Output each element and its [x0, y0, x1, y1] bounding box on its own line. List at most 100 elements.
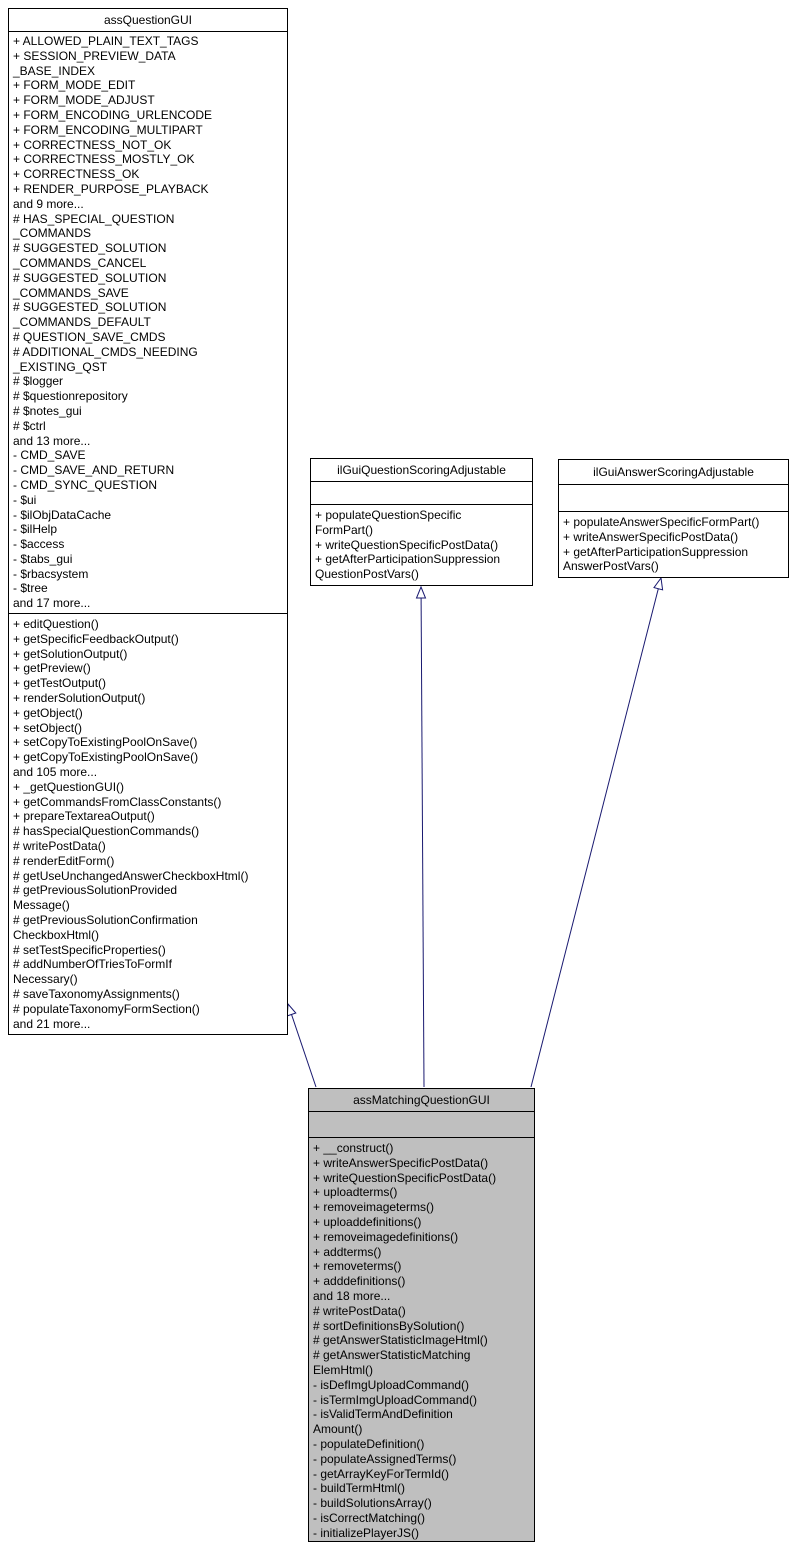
member-line: + getAfterParticipationSuppression	[315, 552, 501, 567]
member-line: and 18 more...	[313, 1288, 391, 1303]
class-node-assQuestionGUI[interactable]: assQuestionGUI + ALLOWED_PLAIN_TEXT_TAGS…	[8, 8, 288, 1035]
class-attributes: + ALLOWED_PLAIN_TEXT_TAGS+ SESSION_PREVI…	[9, 32, 287, 614]
member-line: # sortDefinitionsBySolution()	[313, 1318, 465, 1333]
member-line: # writePostData()	[313, 1303, 406, 1318]
member-line: _COMMANDS_CANCEL	[13, 255, 147, 270]
member-line: # QUESTION_SAVE_CMDS	[13, 329, 166, 344]
member-line: + CORRECTNESS_OK	[13, 167, 140, 182]
member-line: # getPreviousSolutionConfirmation	[13, 912, 198, 927]
member-line: _COMMANDS	[13, 226, 92, 241]
member-line: # SUGGESTED_SOLUTION	[13, 241, 167, 256]
class-title: assMatchingQuestionGUI	[309, 1089, 534, 1112]
member-line: + setCopyToExistingPoolOnSave()	[13, 735, 198, 750]
member-line: - initializePlayerJS()	[313, 1525, 420, 1540]
member-line: # getAnswerStatisticMatching	[313, 1348, 471, 1363]
member-line: # populateTaxonomyFormSection()	[13, 1001, 200, 1016]
member-line: and 13 more...	[13, 433, 91, 448]
member-line: - getArrayKeyForTermId()	[313, 1466, 450, 1481]
member-line: - $access	[13, 537, 65, 552]
member-line: # $logger	[13, 374, 64, 389]
member-line: FormPart()	[315, 522, 373, 537]
member-line: QuestionPostVars()	[315, 567, 419, 582]
member-line: - $tabs_gui	[13, 551, 73, 566]
member-line: # addNumberOfTriesToFormIf	[13, 957, 172, 972]
member-line: + writeAnswerSpecificPostData()	[313, 1155, 489, 1170]
member-line: + FORM_MODE_ADJUST	[13, 93, 155, 108]
member-line: - isValidTermAndDefinition	[313, 1407, 453, 1422]
member-line: - CMD_SAVE_AND_RETURN	[13, 463, 175, 478]
member-line: # ADDITIONAL_CMDS_NEEDING	[13, 344, 198, 359]
member-line: + uploadterms()	[313, 1185, 398, 1200]
member-line: + FORM_ENCODING_MULTIPART	[13, 122, 203, 137]
member-line: - populateAssignedTerms()	[313, 1451, 457, 1466]
member-line: + CORRECTNESS_NOT_OK	[13, 137, 172, 152]
member-line: + SESSION_PREVIEW_DATA	[13, 48, 176, 63]
member-line: + prepareTextareaOutput()	[13, 809, 155, 824]
class-methods: + __construct()+ writeAnswerSpecificPost…	[309, 1138, 534, 1541]
member-line: - buildSolutionsArray()	[313, 1496, 432, 1511]
class-title: assQuestionGUI	[9, 9, 287, 32]
member-line: + writeQuestionSpecificPostData()	[313, 1170, 497, 1185]
member-line: + populateQuestionSpecific	[315, 508, 462, 522]
member-line: + getTestOutput()	[13, 676, 107, 691]
member-line: + setObject()	[13, 720, 83, 735]
member-line: CheckboxHtml()	[13, 927, 100, 942]
class-title: ilGuiQuestionScoringAdjustable	[311, 459, 532, 482]
member-line: + ALLOWED_PLAIN_TEXT_TAGS	[13, 34, 199, 48]
member-line: + getSpecificFeedbackOutput()	[13, 631, 179, 646]
class-node-ilGuiQuestionScoringAdjustable[interactable]: ilGuiQuestionScoringAdjustable + populat…	[310, 458, 533, 586]
member-line: + __construct()	[313, 1141, 394, 1155]
member-line: and 105 more...	[13, 764, 98, 779]
member-line: + writeQuestionSpecificPostData()	[315, 537, 499, 552]
member-line: # getUseUnchangedAnswerCheckboxHtml()	[13, 868, 249, 883]
member-line: # getPreviousSolutionProvided	[13, 883, 178, 898]
member-line: + _getQuestionGUI()	[13, 779, 125, 794]
class-methods: + populateAnswerSpecificFormPart()+ writ…	[559, 512, 788, 577]
member-line: # writePostData()	[13, 838, 106, 853]
class-node-ilGuiAnswerScoringAdjustable[interactable]: ilGuiAnswerScoringAdjustable + populateA…	[558, 459, 789, 578]
member-line: # $ctrl	[13, 418, 46, 433]
member-line: + FORM_MODE_EDIT	[13, 78, 136, 93]
member-line: # renderEditForm()	[13, 853, 115, 868]
member-line: - populateDefinition()	[313, 1436, 425, 1451]
member-line: _COMMANDS_SAVE	[13, 285, 129, 300]
member-line: + getAfterParticipationSuppression	[563, 544, 749, 559]
member-line: Amount()	[313, 1422, 363, 1437]
member-line: - $tree	[13, 581, 48, 596]
member-line: + uploaddefinitions()	[313, 1214, 422, 1229]
member-line: - CMD_SYNC_QUESTION	[13, 477, 158, 492]
member-line: ElemHtml()	[313, 1362, 373, 1377]
member-line: Message()	[13, 898, 70, 913]
class-node-assMatchingQuestionGUI[interactable]: assMatchingQuestionGUI + __construct()+ …	[308, 1088, 535, 1542]
member-line: - CMD_SAVE	[13, 448, 86, 463]
arrow-assMatchingQuestionGUI-to-ilGuiQuestionScoringAdjustable	[415, 585, 427, 1088]
member-line: - isDefImgUploadCommand()	[313, 1377, 470, 1392]
member-line: + getPreview()	[13, 661, 91, 676]
member-line: - isTermImgUploadCommand()	[313, 1392, 478, 1407]
member-line: - $ilObjDataCache	[13, 507, 112, 522]
member-line: + FORM_ENCODING_URLENCODE	[13, 107, 213, 122]
member-line: _COMMANDS_DEFAULT	[13, 315, 151, 330]
member-line: + addterms()	[313, 1244, 382, 1259]
member-line: and 9 more...	[13, 196, 84, 211]
member-line: + populateAnswerSpecificFormPart()	[563, 515, 760, 529]
member-line: + getCommandsFromClassConstants()	[13, 794, 222, 809]
member-line: + removeterms()	[313, 1259, 402, 1274]
member-line: + removeimageterms()	[313, 1200, 435, 1215]
class-attributes	[311, 482, 532, 505]
member-line: - $ui	[13, 492, 37, 507]
member-line: # SUGGESTED_SOLUTION	[13, 300, 167, 315]
member-line: + renderSolutionOutput()	[13, 690, 146, 705]
member-line: # hasSpecialQuestionCommands()	[13, 824, 200, 839]
class-title: ilGuiAnswerScoringAdjustable	[559, 460, 788, 485]
member-line: and 17 more...	[13, 596, 91, 611]
member-line: # HAS_SPECIAL_QUESTION	[13, 211, 175, 226]
member-line: + CORRECTNESS_MOSTLY_OK	[13, 152, 195, 167]
member-line: - buildTermHtml()	[313, 1481, 406, 1496]
member-line: + removeimagedefinitions()	[313, 1229, 459, 1244]
member-line: # saveTaxonomyAssignments()	[13, 986, 180, 1001]
arrow-assMatchingQuestionGUI-to-ilGuiAnswerScoringAdjustable	[530, 576, 664, 1088]
member-line: Necessary()	[13, 972, 78, 987]
member-line: # SUGGESTED_SOLUTION	[13, 270, 167, 285]
